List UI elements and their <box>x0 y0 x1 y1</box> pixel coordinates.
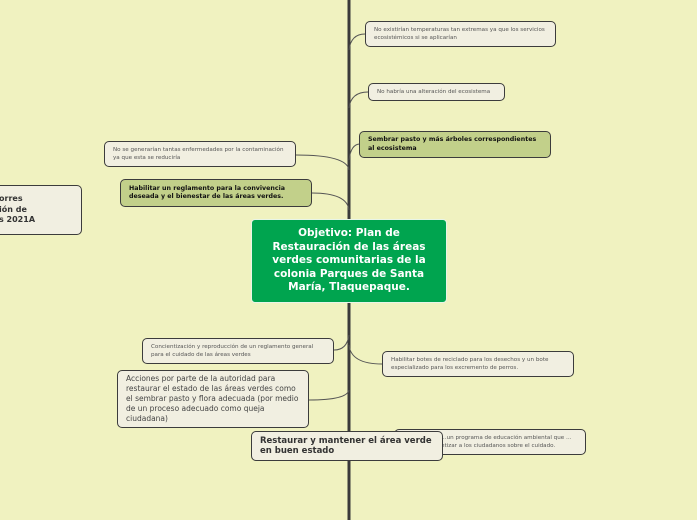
node-reglamento[interactable]: Habilitar un reglamento para la conviven… <box>120 179 312 207</box>
node-text: Acciones por parte de la autoridad para … <box>126 374 299 423</box>
node-text: Habilitar un reglamento para la conviven… <box>129 184 286 201</box>
node-acciones-autoridad[interactable]: Acciones por parte de la autoridad para … <box>117 370 309 428</box>
central-objective-text: Objetivo: Plan de Restauración de las ár… <box>272 227 426 294</box>
title-line: ión de <box>0 204 27 214</box>
node-ecosistema[interactable]: No habría una alteración del ecosistema <box>368 83 505 101</box>
node-text: …un programa de educación ambiental que … <box>441 434 572 450</box>
node-restaurar-mantener[interactable]: Restaurar y mantener el área verde en bu… <box>251 431 443 461</box>
node-temperaturas[interactable]: No existirían temperaturas tan extremas … <box>365 21 556 47</box>
node-text: No se generarían tantas enfermedades por… <box>113 146 284 162</box>
node-enfermedades[interactable]: No se generarían tantas enfermedades por… <box>104 141 296 167</box>
node-botes-reciclado[interactable]: Habilitar botes de reciclado para los de… <box>382 351 574 377</box>
node-text: Sembrar pasto y más árboles correspondie… <box>368 136 537 152</box>
node-text: No habría una alteración del ecosistema <box>377 88 491 95</box>
node-text: Concientización y reproducción de un reg… <box>151 343 314 359</box>
title-line: orres <box>0 194 23 204</box>
node-text: Restaurar y mantener el área verde en bu… <box>260 436 432 456</box>
title-node-text: orres ión de s 2021A <box>0 194 35 226</box>
node-text: Habilitar botes de reciclado para los de… <box>391 356 549 372</box>
node-text: No existirían temperaturas tan extremas … <box>374 26 545 42</box>
node-concientizacion[interactable]: Concientización y reproducción de un reg… <box>142 338 334 364</box>
title-line: s 2021A <box>0 215 36 225</box>
node-sembrar-pasto[interactable]: Sembrar pasto y más árboles correspondie… <box>359 131 551 158</box>
central-objective-node[interactable]: Objetivo: Plan de Restauración de las ár… <box>251 219 447 303</box>
title-node-partial[interactable]: orres ión de s 2021A <box>0 185 82 235</box>
